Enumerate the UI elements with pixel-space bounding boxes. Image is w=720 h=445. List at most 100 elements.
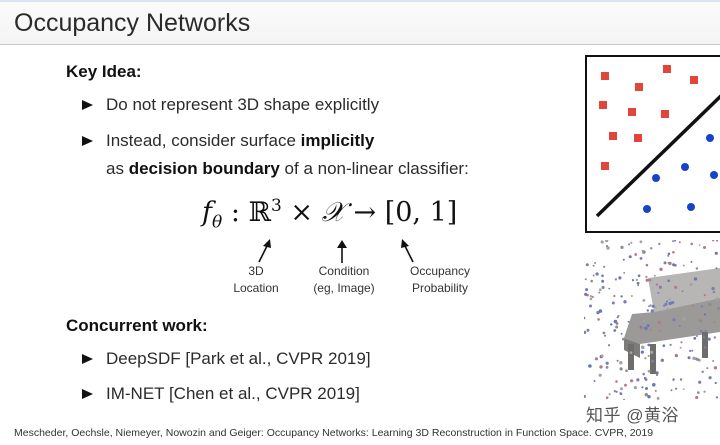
point-cloud-dot	[645, 263, 649, 267]
chair-leg	[628, 344, 634, 370]
point-cloud-dot	[614, 278, 618, 281]
point-cloud-dot	[654, 389, 657, 392]
point-cloud-dot	[655, 373, 659, 377]
point-cloud-dot	[645, 387, 648, 390]
free-circle	[710, 171, 718, 179]
point-cloud-dot	[640, 350, 644, 354]
chair-leg	[702, 332, 708, 358]
occupied-square	[601, 72, 609, 80]
point-cloud-dot	[672, 263, 676, 267]
point-cloud-dot	[613, 294, 616, 298]
point-cloud-dot	[595, 272, 599, 276]
point-cloud-dot	[687, 356, 691, 360]
point-cloud-dot	[674, 353, 679, 358]
bullet-triangle-icon	[82, 354, 93, 364]
point-cloud-dot	[703, 390, 706, 393]
annotation-arrow-location	[258, 239, 271, 263]
bullet-triangle-icon	[82, 100, 93, 110]
point-cloud-dot	[628, 255, 632, 259]
point-cloud-dot	[589, 304, 592, 308]
point-cloud-dot	[689, 283, 693, 287]
point-cloud-dot	[633, 386, 637, 390]
free-circle	[687, 203, 695, 211]
point-cloud-dot	[605, 396, 609, 399]
point-cloud-dot	[610, 323, 613, 326]
point-cloud-dot	[625, 369, 628, 372]
point-cloud-dot	[584, 395, 586, 398]
point-cloud-dot	[613, 390, 617, 393]
point-cloud-dot	[714, 251, 718, 255]
point-cloud-dot	[698, 319, 703, 323]
point-cloud-dot	[588, 364, 592, 368]
point-cloud-dot	[598, 373, 602, 377]
point-cloud-dot	[658, 285, 662, 289]
bullet-explicit: Do not represent 3D shape explicitly	[82, 91, 379, 119]
point-cloud-dot	[658, 242, 661, 246]
point-cloud-dot	[636, 378, 640, 382]
formula-arrow: →	[353, 197, 377, 228]
point-cloud-dot	[634, 253, 638, 256]
concurrent-work-heading: Concurrent work:	[66, 316, 208, 335]
bullet-bold-implicitly: implicitly	[300, 131, 375, 150]
point-cloud-dot	[619, 361, 623, 365]
point-cloud-dot	[696, 358, 700, 361]
point-cloud-dot	[639, 240, 643, 244]
point-cloud-dot	[652, 383, 656, 387]
point-cloud-dot	[703, 294, 706, 297]
point-cloud-dot	[590, 279, 593, 283]
annotation-line: Occupancy	[409, 264, 471, 278]
point-cloud-dot	[650, 350, 654, 354]
chair-leg	[650, 344, 656, 374]
point-cloud-dot	[620, 295, 623, 298]
chair-back	[648, 268, 720, 312]
point-cloud-dots	[584, 240, 720, 400]
point-cloud-dot	[682, 316, 686, 321]
point-cloud-dot	[715, 267, 718, 270]
point-cloud-dot	[584, 292, 588, 296]
point-cloud-dot	[663, 261, 667, 265]
formula-theta: θ	[212, 212, 223, 233]
point-cloud-dot	[641, 345, 645, 350]
point-cloud-dot	[650, 247, 653, 250]
point-cloud-dot	[589, 295, 593, 298]
point-cloud-dot	[679, 378, 683, 381]
point-cloud-dot	[672, 378, 675, 381]
point-cloud-dot	[714, 381, 717, 385]
occupancy-formula: fθ : ℝ3 × 𝒳 → [0, 1]	[202, 196, 472, 240]
point-cloud-dot	[643, 320, 646, 322]
occupied-square	[628, 108, 636, 116]
title-bar-accent	[0, 0, 720, 2]
point-cloud-dot	[606, 246, 610, 250]
citation: Mescheder, Oechsle, Niemeyer, Nowozin an…	[14, 427, 654, 439]
point-cloud-dot	[678, 324, 681, 327]
occupied-square	[635, 83, 643, 91]
point-cloud-dot	[605, 361, 609, 365]
point-cloud-dot	[616, 316, 619, 319]
point-cloud-dot	[615, 390, 618, 393]
point-cloud-dot	[657, 291, 660, 294]
point-cloud-dot	[601, 286, 605, 289]
point-cloud-dot	[611, 301, 615, 305]
annotation-line: Condition	[318, 264, 370, 278]
point-cloud-dot	[668, 301, 672, 306]
bullet-text: Do not represent 3D shape explicitly	[106, 95, 380, 114]
point-cloud-dot	[651, 304, 655, 308]
annotation-occupancy-probability: Occupancy Probability	[398, 263, 482, 297]
point-cloud-dot	[713, 366, 718, 370]
point-cloud-dot	[594, 357, 598, 361]
point-cloud-dot	[672, 240, 674, 243]
formula-times: ×	[290, 197, 314, 228]
point-cloud-dot	[703, 313, 707, 316]
point-cloud-dot	[702, 336, 705, 339]
point-cloud-dot	[584, 278, 587, 281]
annotation-3d-location: 3D Location	[222, 263, 290, 297]
point-cloud-dot	[701, 370, 704, 373]
point-cloud-dot	[651, 360, 655, 363]
point-cloud-dot	[715, 396, 718, 399]
point-cloud-dot	[664, 302, 668, 306]
point-cloud-dot	[645, 275, 648, 278]
point-cloud-dot	[584, 330, 587, 334]
point-cloud-dot	[706, 367, 709, 370]
point-cloud-dot	[650, 309, 654, 313]
point-cloud-dot	[608, 393, 611, 396]
